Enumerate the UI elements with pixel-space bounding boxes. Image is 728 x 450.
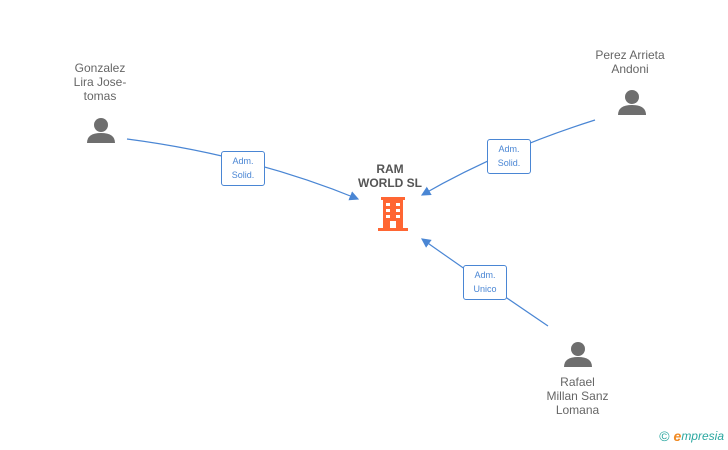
- person-icon-perez[interactable]: [618, 90, 646, 115]
- brand-logo-initial: e: [673, 428, 682, 444]
- person-name-gonzalez[interactable]: Gonzalez Lira Jose- tomas: [73, 61, 127, 103]
- brand-name: mpresia: [681, 429, 724, 443]
- person-name-perez[interactable]: Perez Arrieta Andoni: [595, 48, 665, 76]
- building-icon[interactable]: [378, 197, 408, 231]
- edge-badge-gonzalez: Adm. Solid.: [221, 151, 265, 186]
- company-name[interactable]: RAM WORLD SL: [358, 162, 422, 190]
- person-icon-gonzalez[interactable]: [87, 118, 115, 143]
- person-name-rafael[interactable]: Rafael Millan Sanz Lomana: [546, 375, 609, 417]
- person-icon-rafael[interactable]: [564, 342, 592, 367]
- footer-brand: © e mpresia: [659, 428, 724, 444]
- edge-badge-perez: Adm. Solid.: [487, 139, 531, 174]
- copyright-icon: ©: [659, 428, 670, 444]
- edge-badge-rafael: Adm. Unico: [463, 265, 507, 300]
